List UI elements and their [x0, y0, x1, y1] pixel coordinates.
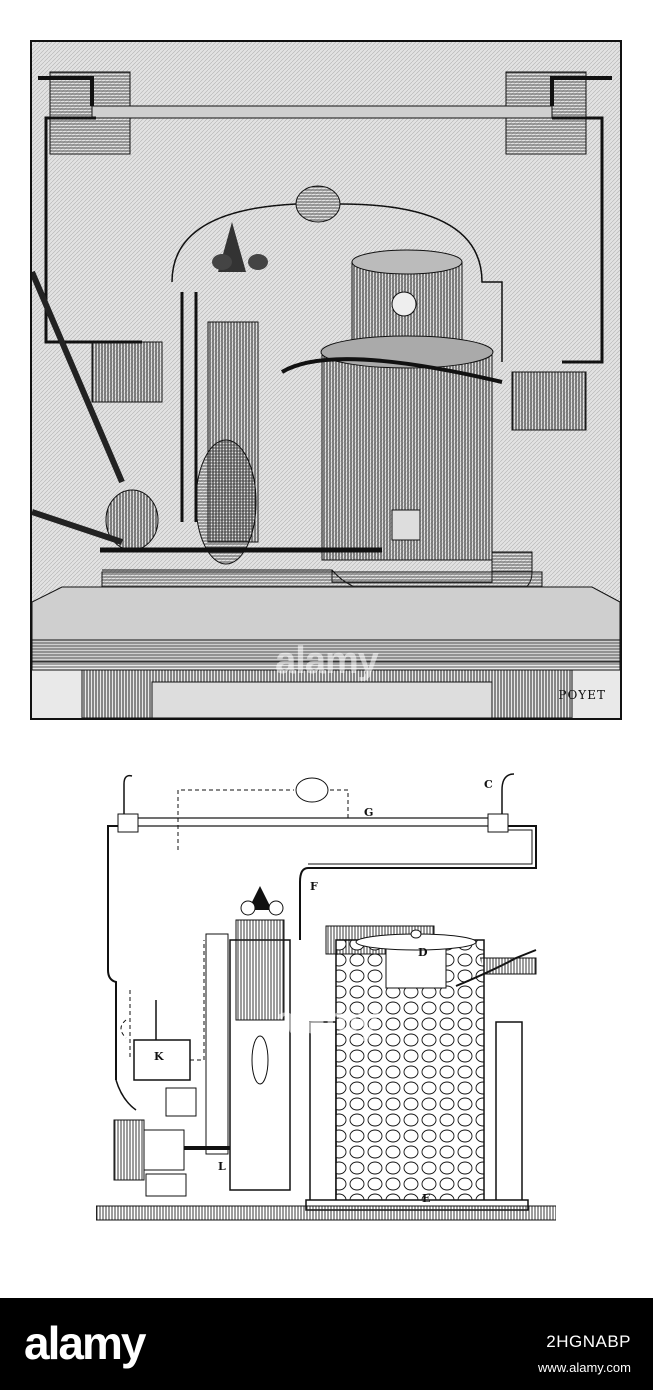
artist-signature: POYET: [558, 688, 606, 702]
label-c: C: [484, 778, 493, 791]
label-l: L: [218, 1160, 226, 1173]
watermark-top: alamy: [275, 640, 379, 682]
label-e: E: [422, 1192, 431, 1205]
label-k: K: [154, 1050, 164, 1063]
brand-logo: alamy: [24, 1317, 146, 1369]
engine-engraving-graphic: [32, 42, 620, 718]
stock-footer-bar: alamy 2HGNABP www.alamy.com: [0, 1298, 653, 1390]
schematic-diagram: C G F D K L E: [95, 760, 557, 1230]
watermark-middle: alamy: [275, 1000, 379, 1042]
site-url-text: www.alamy.com: [538, 1360, 631, 1375]
schematic-graphic: [95, 773, 557, 1221]
label-g: G: [364, 806, 374, 819]
image-id-text: 2HGNABP: [546, 1332, 631, 1351]
engraving-illustration: POYET: [30, 40, 622, 720]
label-d: D: [418, 946, 428, 959]
label-f: F: [310, 880, 318, 893]
